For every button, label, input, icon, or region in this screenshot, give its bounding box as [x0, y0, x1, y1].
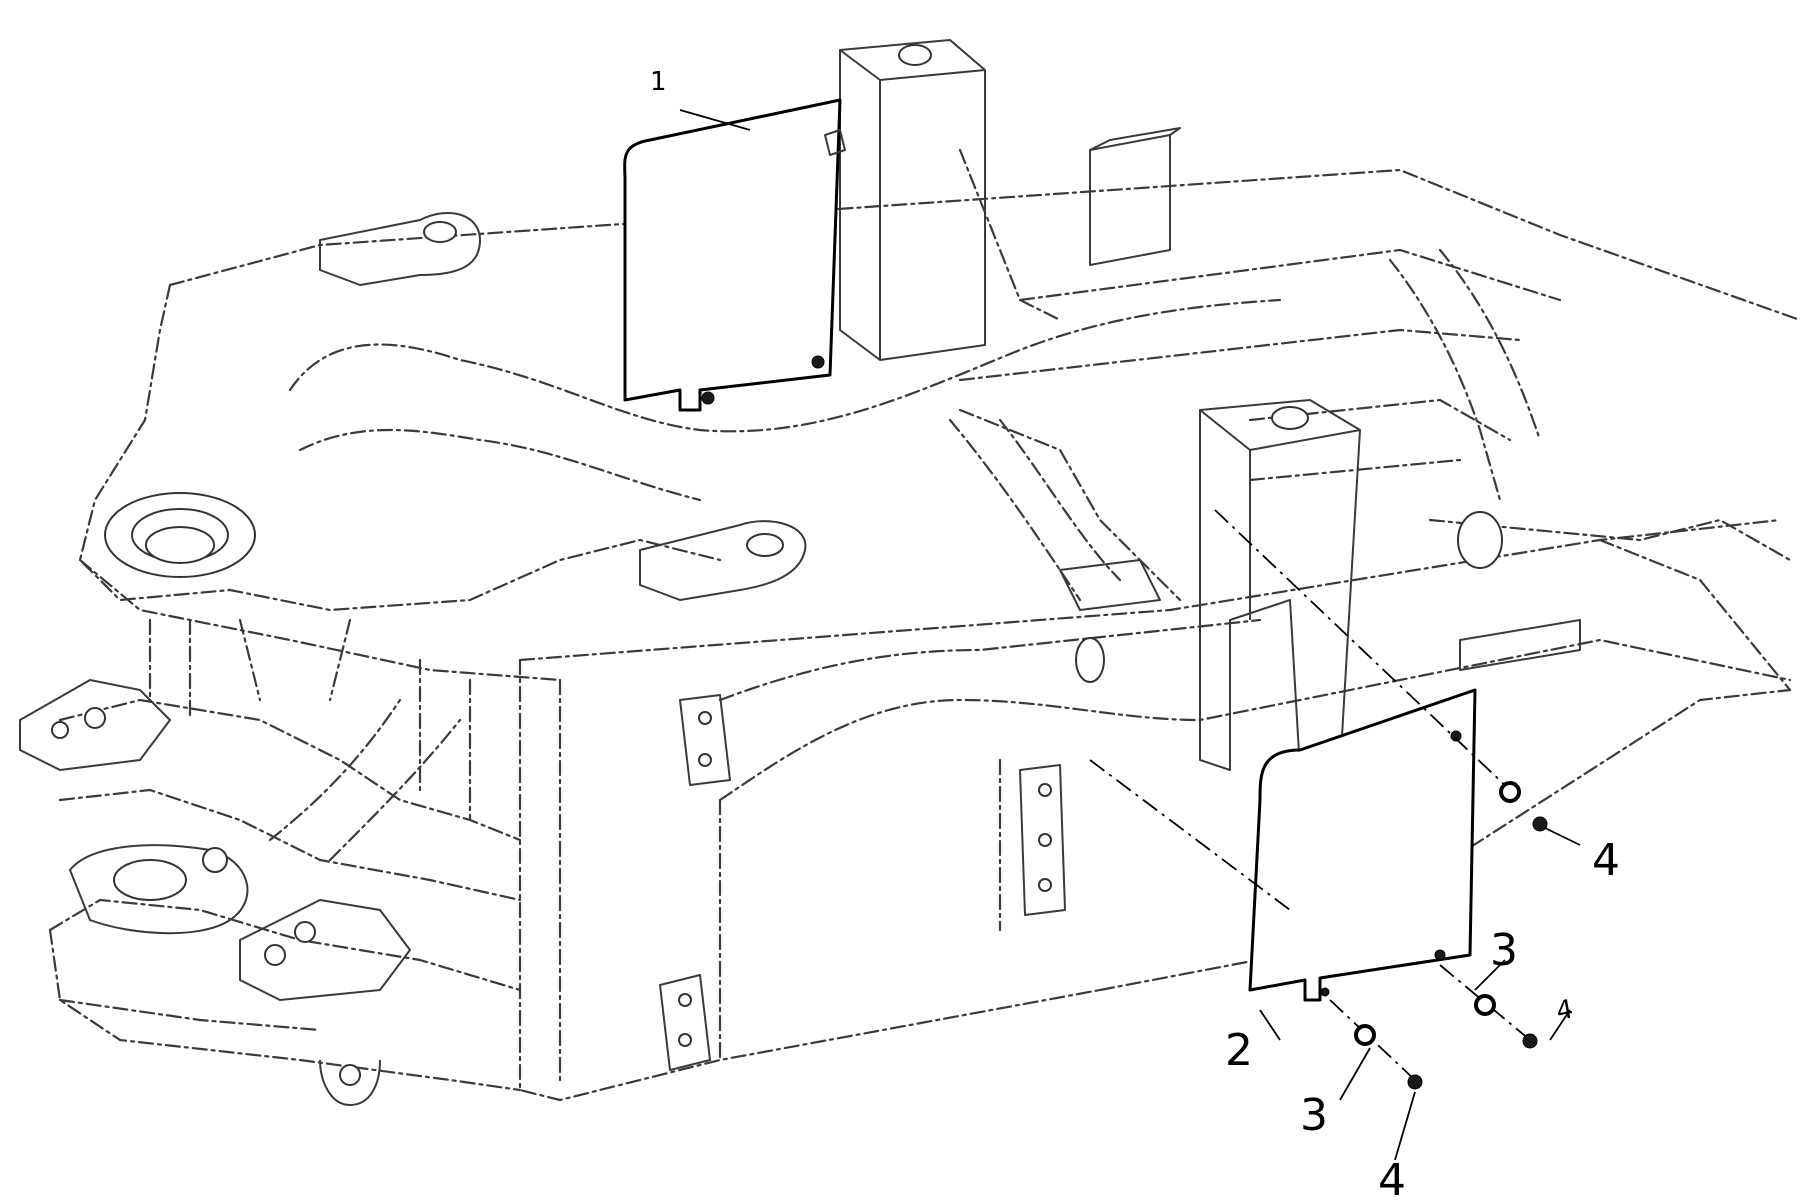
callout-4-upper: 4 — [1592, 835, 1620, 886]
callout-4-faint: 4 — [1554, 994, 1576, 1026]
bolt-icon — [1407, 1074, 1423, 1090]
washer-icon — [1474, 994, 1496, 1016]
shield-plate-part-1 — [623, 98, 846, 412]
bolt-icon — [1522, 1033, 1538, 1049]
callout-leaders — [679, 109, 1581, 1161]
callout-1: 1 — [650, 67, 667, 97]
shield-plate-part-2 — [1248, 688, 1477, 1002]
callout-4-bottom: 4 — [1378, 1155, 1406, 1202]
mid-frame-lugs — [1059, 511, 1581, 683]
callout-3-bottom: 3 — [1300, 1090, 1328, 1141]
callout-2: 2 — [1225, 1025, 1253, 1076]
washer-icon — [1354, 1024, 1376, 1046]
lower-hinge-plates — [19, 679, 411, 1106]
lower-rear-post — [1199, 399, 1361, 771]
vehicle-frame — [48, 148, 1800, 1102]
upper-pivot-pad — [319, 211, 481, 286]
front-pivot-ring — [104, 492, 256, 578]
bolt-icon — [1532, 816, 1548, 832]
center-pivot-pad — [639, 520, 807, 601]
washer-icon — [1499, 781, 1521, 803]
upper-rear-post — [839, 39, 986, 361]
callout-3-right: 3 — [1490, 925, 1518, 976]
side-mount-plates — [659, 694, 1066, 1071]
upper-right-bracket — [1089, 127, 1181, 266]
fasteners — [1354, 781, 1548, 1090]
